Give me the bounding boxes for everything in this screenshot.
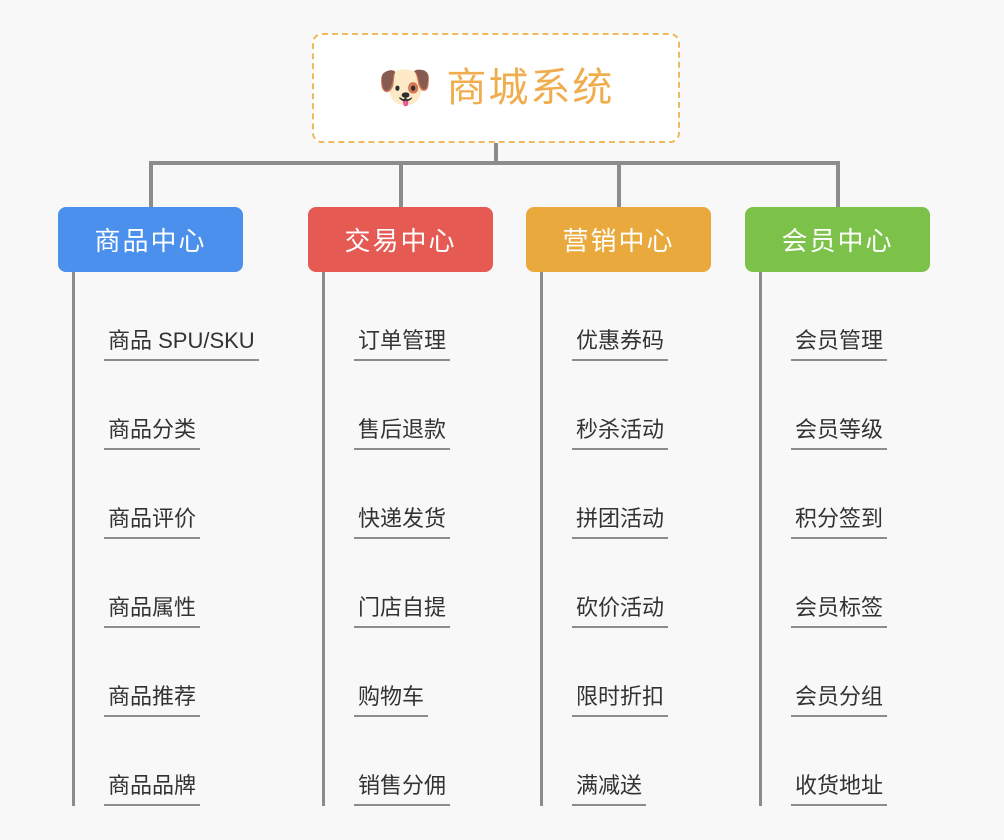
- branch-member: 会员中心 会员管理 会员等级 积分签到 会员标签 会员分组 收货地址: [745, 207, 930, 806]
- leaf-item[interactable]: 购物车: [322, 628, 582, 717]
- leaf-item[interactable]: 砍价活动: [540, 539, 800, 628]
- leaf-item-label: 订单管理: [354, 328, 451, 361]
- branch-header-label: 交易中心: [344, 226, 457, 256]
- leaf-list-marketing: 优惠券码 秒杀活动 拼团活动 砍价活动 限时折扣 满减送: [540, 272, 800, 806]
- branch-trade: 交易中心 订单管理 售后退款 快递发货 门店自提 购物车 销售分佣: [308, 207, 493, 806]
- leaf-item-label: 拼团活动: [572, 506, 669, 539]
- connector-drop-products: [149, 161, 153, 207]
- branch-spine-marketing: [540, 272, 543, 806]
- branch-spine-products: [72, 272, 75, 806]
- branch-spine-trade: [322, 272, 325, 806]
- leaf-item[interactable]: 优惠券码: [540, 272, 800, 361]
- branch-header-label: 营销中心: [562, 226, 675, 256]
- leaf-item-label: 商品分类: [104, 417, 201, 450]
- leaf-item[interactable]: 快递发货: [322, 450, 582, 539]
- root-node-label: 商城系统: [446, 66, 615, 110]
- leaf-item[interactable]: 拼团活动: [540, 450, 800, 539]
- leaf-item[interactable]: 订单管理: [322, 272, 582, 361]
- leaf-item-label: 会员等级: [791, 417, 888, 450]
- leaf-item-label: 砍价活动: [572, 595, 669, 628]
- leaf-item[interactable]: 会员分组: [759, 628, 1004, 717]
- leaf-item[interactable]: 限时折扣: [540, 628, 800, 717]
- connector-root-stem: [494, 143, 498, 164]
- leaf-item-label: 商品品牌: [104, 773, 201, 806]
- leaf-item-label: 秒杀活动: [572, 417, 669, 450]
- leaf-item-label: 销售分佣: [354, 773, 451, 806]
- connector-horizontal-bus: [150, 161, 840, 165]
- branch-header-marketing[interactable]: 营销中心: [526, 207, 711, 272]
- leaf-item[interactable]: 会员标签: [759, 539, 1004, 628]
- leaf-item-label: 商品评价: [104, 506, 201, 539]
- leaf-item-label: 积分签到: [791, 506, 888, 539]
- leaf-item-label: 快递发货: [354, 506, 451, 539]
- branch-header-label: 会员中心: [781, 226, 894, 256]
- branch-header-member[interactable]: 会员中心: [745, 207, 930, 272]
- root-node[interactable]: 🐶 商城系统: [312, 33, 680, 143]
- leaf-item-label: 购物车: [354, 684, 429, 717]
- leaf-item[interactable]: 会员等级: [759, 361, 1004, 450]
- branch-header-products[interactable]: 商品中心: [58, 207, 243, 272]
- leaf-item-label: 收货地址: [791, 773, 888, 806]
- leaf-item[interactable]: 门店自提: [322, 539, 582, 628]
- leaf-item[interactable]: 商品评价: [72, 450, 332, 539]
- leaf-list-trade: 订单管理 售后退款 快递发货 门店自提 购物车 销售分佣: [322, 272, 582, 806]
- leaf-item[interactable]: 商品分类: [72, 361, 332, 450]
- leaf-item-label: 优惠券码: [572, 328, 669, 361]
- leaf-item-label: 会员标签: [791, 595, 888, 628]
- leaf-item[interactable]: 秒杀活动: [540, 361, 800, 450]
- leaf-item-label: 会员管理: [791, 328, 888, 361]
- connector-drop-member: [836, 161, 840, 207]
- branch-spine-member: [759, 272, 762, 806]
- connector-drop-marketing: [617, 161, 621, 207]
- connector-drop-trade: [399, 161, 403, 207]
- leaf-item[interactable]: 商品品牌: [72, 717, 332, 806]
- leaf-item-label: 限时折扣: [572, 684, 669, 717]
- leaf-item[interactable]: 收货地址: [759, 717, 1004, 806]
- branch-products: 商品中心 商品 SPU/SKU 商品分类 商品评价 商品属性 商品推荐 商品品牌: [58, 207, 259, 806]
- leaf-item[interactable]: 满减送: [540, 717, 800, 806]
- leaf-item[interactable]: 售后退款: [322, 361, 582, 450]
- leaf-item[interactable]: 商品推荐: [72, 628, 332, 717]
- leaf-item-label: 门店自提: [354, 595, 451, 628]
- leaf-item-label: 商品 SPU/SKU: [104, 328, 259, 361]
- leaf-item-label: 商品推荐: [104, 684, 201, 717]
- leaf-item[interactable]: 积分签到: [759, 450, 1004, 539]
- leaf-item[interactable]: 商品 SPU/SKU: [72, 272, 332, 361]
- leaf-item-label: 商品属性: [104, 595, 201, 628]
- branch-header-label: 商品中心: [94, 226, 207, 256]
- leaf-item-label: 会员分组: [791, 684, 888, 717]
- leaf-item[interactable]: 商品属性: [72, 539, 332, 628]
- branch-marketing: 营销中心 优惠券码 秒杀活动 拼团活动 砍价活动 限时折扣 满减送: [526, 207, 711, 806]
- leaf-item-label: 售后退款: [354, 417, 451, 450]
- leaf-list-member: 会员管理 会员等级 积分签到 会员标签 会员分组 收货地址: [759, 272, 1004, 806]
- leaf-list-products: 商品 SPU/SKU 商品分类 商品评价 商品属性 商品推荐 商品品牌: [72, 272, 332, 806]
- leaf-item[interactable]: 会员管理: [759, 272, 1004, 361]
- branch-header-trade[interactable]: 交易中心: [308, 207, 493, 272]
- dog-face-icon: 🐶: [377, 63, 433, 112]
- leaf-item-label: 满减送: [572, 773, 647, 806]
- leaf-item[interactable]: 销售分佣: [322, 717, 582, 806]
